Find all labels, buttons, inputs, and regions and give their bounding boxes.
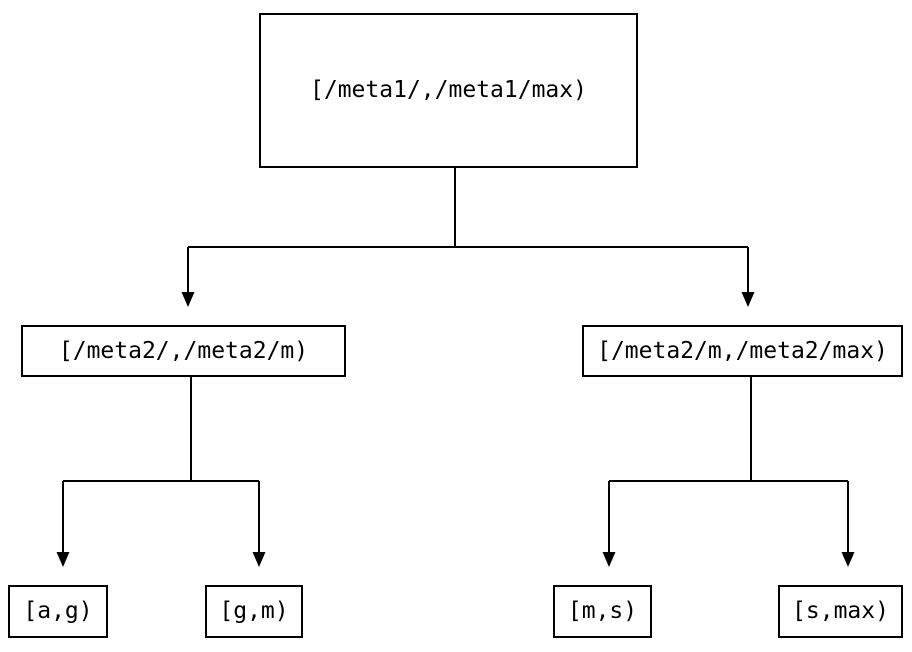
arrowhead-leaf-ag-icon bbox=[56, 552, 70, 567]
edge-root-to-children bbox=[181, 168, 755, 307]
arrowhead-left-child-icon bbox=[181, 292, 195, 307]
node-meta2-upper-range: [/meta2/m,/meta2/max) bbox=[582, 325, 903, 377]
node-meta2-lower-range: [/meta2/,/meta2/m) bbox=[21, 325, 346, 377]
edge-right-child-to-leaves bbox=[602, 377, 855, 567]
arrowhead-leaf-ms-icon bbox=[602, 552, 616, 567]
arrowhead-leaf-gm-icon bbox=[252, 552, 266, 567]
arrowhead-leaf-smax-icon bbox=[841, 552, 855, 567]
node-leaf-m-s: [m,s) bbox=[553, 585, 652, 638]
node-leaf-g-m: [g,m) bbox=[205, 585, 303, 638]
arrowhead-right-child-icon bbox=[741, 292, 755, 307]
node-leaf-s-max: [s,max) bbox=[778, 585, 903, 638]
edge-left-child-to-leaves bbox=[56, 377, 266, 567]
node-root-meta1-range: [/meta1/,/meta1/max) bbox=[259, 13, 638, 168]
node-leaf-a-g: [a,g) bbox=[8, 585, 108, 638]
